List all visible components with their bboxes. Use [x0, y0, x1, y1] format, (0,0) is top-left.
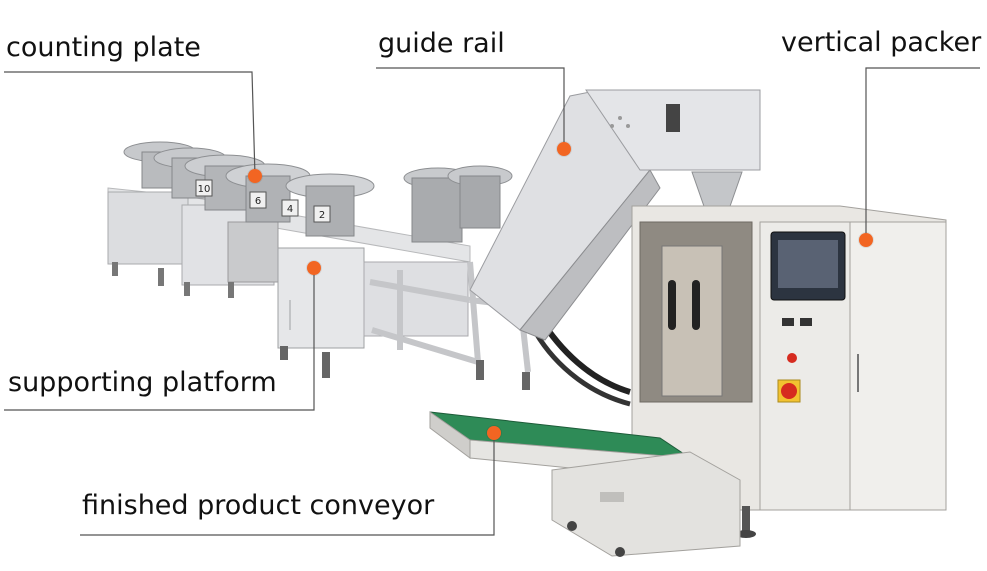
label-finished-product-conveyor: finished product conveyor: [82, 490, 435, 521]
bowl-number-4: 2: [319, 210, 325, 221]
vertical-packer-body: [631, 205, 947, 538]
leader-supporting-platform: [4, 268, 315, 411]
leader-lines: [4, 67, 980, 536]
bowl-number-3: 4: [287, 204, 293, 215]
leader-vertical-packer: [865, 67, 980, 240]
label-vertical-packer: vertical packer: [781, 27, 982, 58]
label-counting-plate: counting plate: [6, 32, 201, 63]
callout-dot-counting-plate: [248, 169, 262, 183]
bowl-numbers: 10 6 4 2: [198, 184, 326, 221]
callout-dot-supporting-platform: [307, 261, 321, 275]
bowl-number-1: 10: [198, 184, 211, 195]
leader-counting-plate: [4, 71, 256, 177]
leader-guide-rail: [376, 67, 565, 149]
finished-product-conveyor-unit: [429, 411, 741, 557]
guide-rail-elevator: [469, 89, 761, 341]
callout-dot-finished-product-conveyor: [487, 426, 501, 440]
label-guide-rail: guide rail: [378, 28, 505, 59]
supporting-platform-frame: [107, 187, 631, 407]
label-supporting-platform: supporting platform: [8, 367, 277, 398]
counting-plate-bowls: [123, 141, 513, 243]
bowl-number-2: 6: [255, 196, 261, 207]
callout-dot-vertical-packer: [859, 233, 873, 247]
leader-finished-product-conveyor: [80, 433, 495, 536]
callout-dot-guide-rail: [557, 142, 571, 156]
